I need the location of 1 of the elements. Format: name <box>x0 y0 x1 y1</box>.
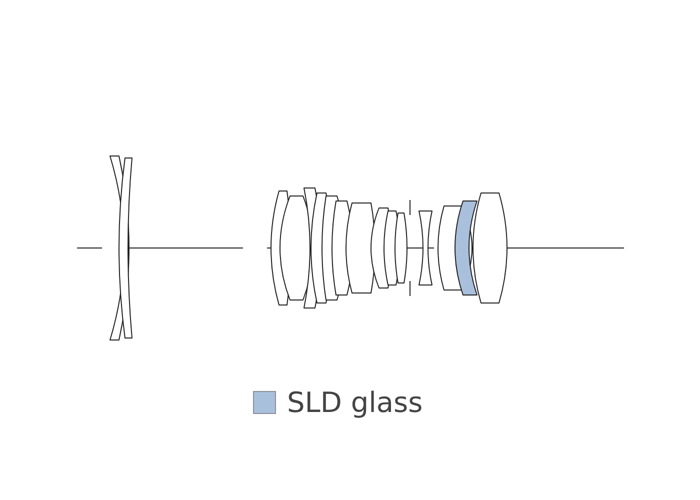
legend-label: SLD glass <box>287 386 423 419</box>
